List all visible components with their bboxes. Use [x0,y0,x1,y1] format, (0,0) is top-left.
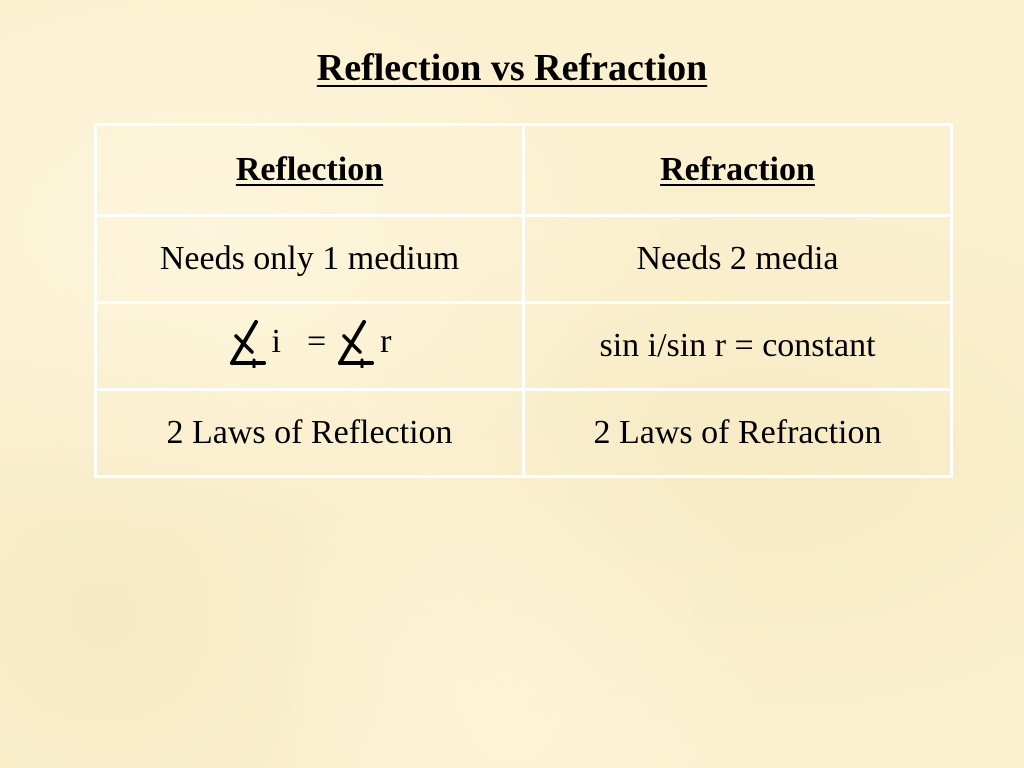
cell-reflection-angle-law: i = r [94,301,525,391]
header-reflection: Reflection [94,123,525,217]
equals-sign: = [306,322,327,360]
cell-refraction-medium: Needs 2 media [522,214,953,304]
cell-snell-law: sin i/sin r = constant [522,301,953,391]
cell-reflection-medium: Needs only 1 medium [94,214,525,304]
cell-reflection-laws: 2 Laws of Reflection [94,388,525,478]
angle-r-label: r [380,322,392,360]
header-refraction: Refraction [522,123,953,217]
cell-refraction-laws: 2 Laws of Refraction [522,388,953,478]
angle-i-label: i [271,322,281,360]
table-header-row: Reflection Refraction [94,123,953,217]
table-row: Needs only 1 medium Needs 2 media [94,214,953,304]
angle-icon [338,319,375,368]
comparison-table: Reflection Refraction Needs only 1 mediu… [94,123,953,478]
slide-title: Reflection vs Refraction [316,47,708,89]
angle-icon [229,319,266,368]
angle-equation: i = r [228,316,392,368]
table-row: i = r sin i/sin r = constant [94,301,953,391]
table-row: 2 Laws of Reflection 2 Laws of Refractio… [94,388,953,478]
